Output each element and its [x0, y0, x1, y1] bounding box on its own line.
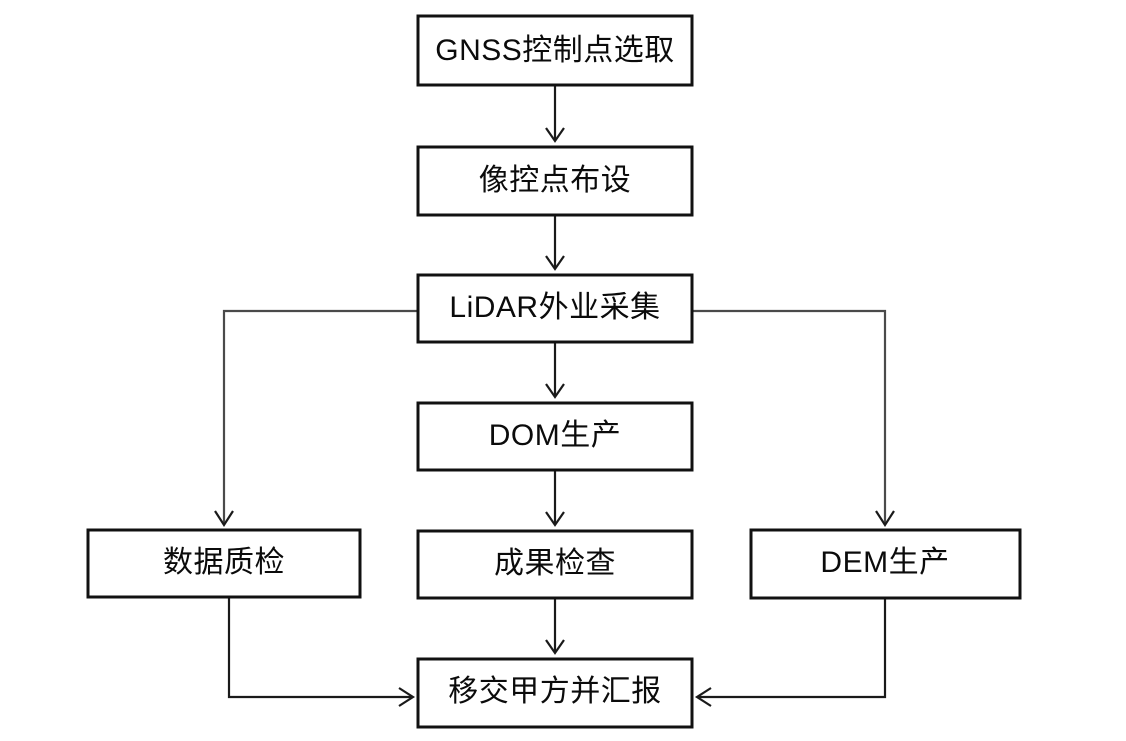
node-data-quality-inspection[interactable]: 数据质检 — [86, 528, 362, 599]
node-gnss-control-point-selection[interactable]: GNSS控制点选取 — [416, 14, 694, 87]
node-label-lidar: LiDAR外业采集 — [449, 291, 660, 324]
node-label-xiangkong: 像控点布设 — [479, 164, 632, 197]
node-label-dem: DEM生产 — [820, 546, 949, 579]
edge-lidar-to-dom — [545, 340, 565, 399]
node-label-chengguojiancha: 成果检查 — [494, 547, 616, 580]
node-label-dom: DOM生产 — [489, 419, 622, 452]
edge-lidar-to-shujuzhijian — [214, 309, 420, 528]
edge-lidar-to-dem — [690, 309, 895, 528]
edge-shujuzhijian-to-yijiao — [227, 595, 416, 707]
node-dom-production[interactable]: DOM生产 — [416, 401, 694, 472]
node-lidar-field-collection[interactable]: LiDAR外业采集 — [416, 273, 694, 344]
node-dem-production[interactable]: DEM生产 — [749, 528, 1022, 600]
edge-dem-to-yijiao — [694, 596, 887, 707]
node-image-control-point-layout[interactable]: 像控点布设 — [416, 145, 694, 217]
node-label-gnss: GNSS控制点选取 — [435, 34, 675, 67]
edge-dom-to-chengguojiancha — [545, 468, 565, 527]
node-handover-to-client-and-report[interactable]: 移交甲方并汇报 — [416, 657, 694, 729]
edge-gnss-to-xiangkong — [545, 83, 565, 143]
node-label-shujuzhijian: 数据质检 — [163, 546, 285, 579]
node-label-yijiao: 移交甲方并汇报 — [448, 675, 662, 708]
node-result-check[interactable]: 成果检查 — [416, 529, 694, 600]
edge-xiangkong-to-lidar — [545, 213, 565, 271]
edge-chengguojiancha-to-yijiao — [545, 596, 565, 655]
